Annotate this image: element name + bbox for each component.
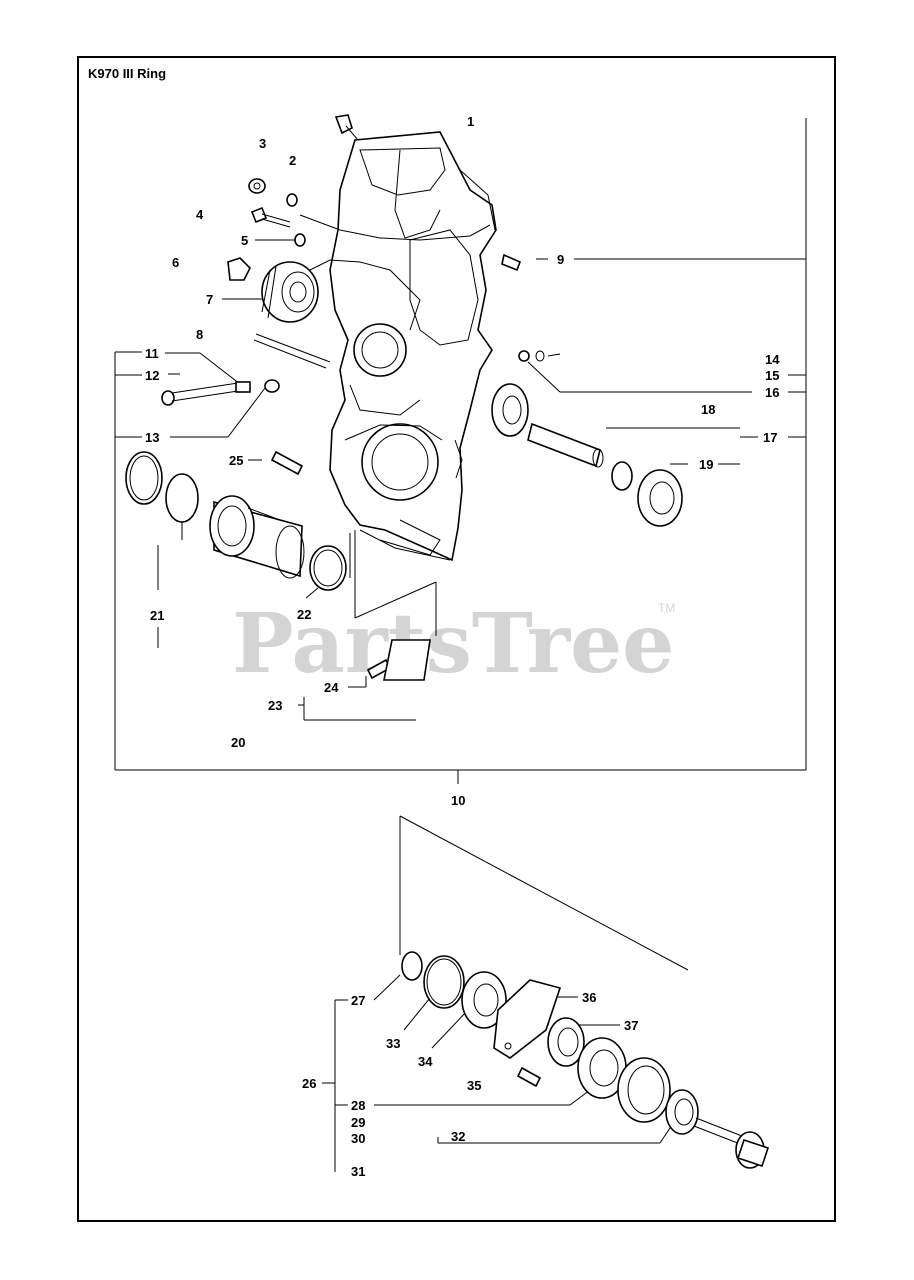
callout-26: 26 [302,1076,316,1091]
callout-37: 37 [624,1018,638,1033]
callout-36: 36 [582,990,596,1005]
callout-12: 12 [145,368,159,383]
callout-28: 28 [351,1098,365,1113]
callout-29: 29 [351,1115,365,1130]
callout-27: 27 [351,993,365,1008]
callout-20: 20 [231,735,245,750]
callout-16: 16 [765,385,779,400]
callout-22: 22 [297,607,311,622]
callout-6: 6 [172,255,179,270]
callout-24: 24 [324,680,339,695]
callout-32: 32 [451,1129,465,1144]
watermark-trademark: TM [658,601,675,615]
callout-8: 8 [196,327,203,342]
callout-11: 11 [145,346,159,361]
lower-bracket-lines [322,815,689,1172]
callout-4: 4 [196,207,204,222]
callout-1: 1 [467,114,474,129]
callout-14: 14 [765,352,780,367]
callout-3: 3 [259,136,266,151]
callout-35: 35 [467,1078,481,1093]
callout-5: 5 [241,233,248,248]
callout-17: 17 [763,430,777,445]
callout-23: 23 [268,698,282,713]
callout-7: 7 [206,292,213,307]
callout-2: 2 [289,153,296,168]
callout-18: 18 [701,402,715,417]
callout-25: 25 [229,453,243,468]
watermark-text: PartsTree [232,596,674,692]
callout-30: 30 [351,1131,365,1146]
callout-15: 15 [765,368,779,383]
callout-19: 19 [699,457,713,472]
callout-labels: 1 2 3 4 5 6 7 8 9 10 11 12 13 14 15 16 1… [145,114,780,1179]
callout-31: 31 [351,1164,365,1179]
callout-9: 9 [557,252,564,267]
diagram-frame [77,56,836,1222]
callout-10: 10 [451,793,465,808]
leader-lines [114,118,807,784]
cutter-arm-housing [299,131,497,562]
diagram-title: K970 III Ring [88,66,167,81]
upper-fasteners [125,114,683,681]
lower-bearing-parts [401,951,770,1169]
callout-34: 34 [418,1054,433,1069]
callout-33: 33 [386,1036,400,1051]
callout-21: 21 [150,608,164,623]
callout-13: 13 [145,430,159,445]
